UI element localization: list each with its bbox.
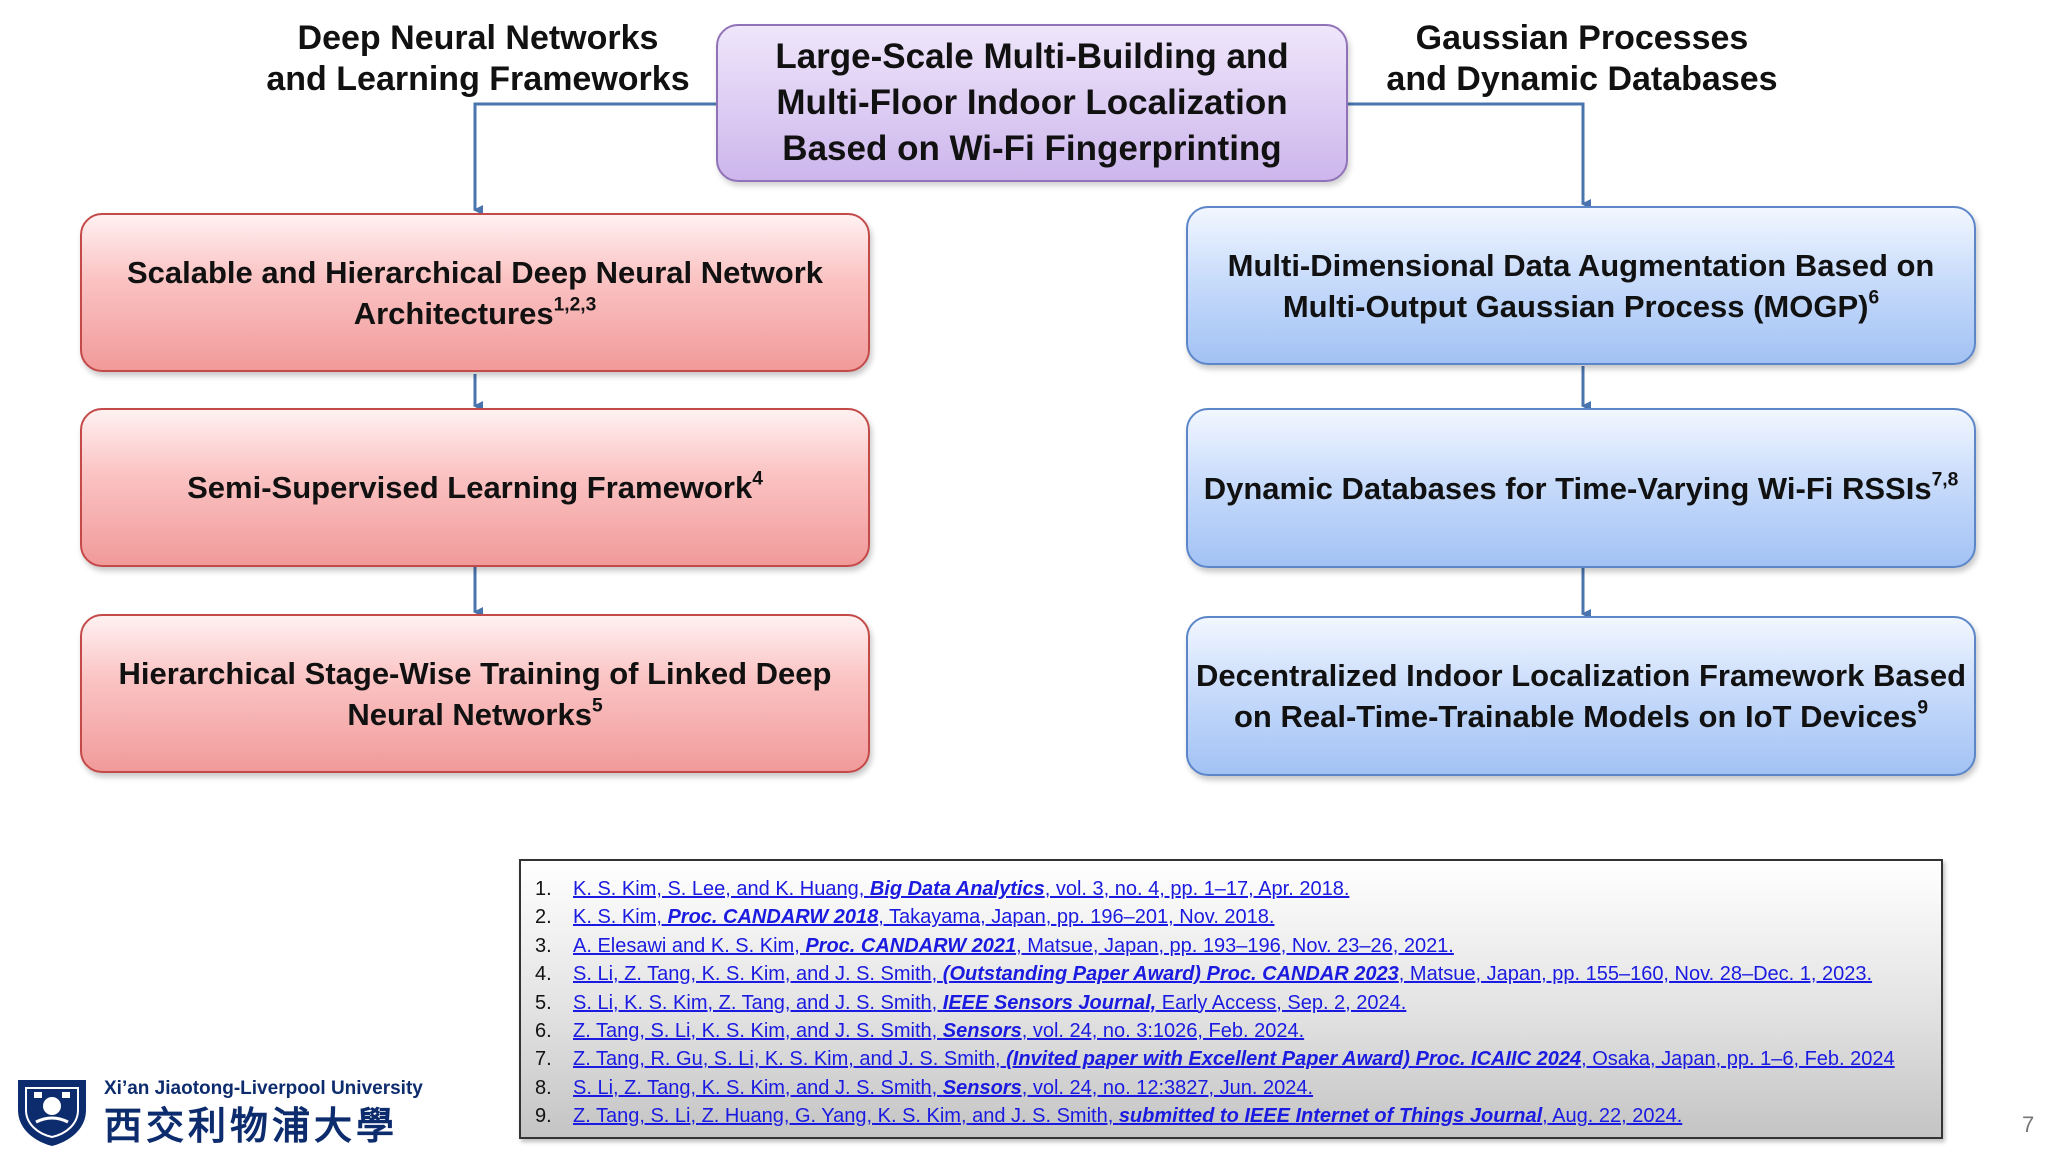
university-name-english: Xi’an Jiaotong-Liverpool University [104, 1078, 423, 1099]
reference-link[interactable]: K. S. Kim, Proc. CANDARW 2018, Takayama,… [573, 906, 1275, 929]
reference-item: 7.Z. Tang, R. Gu, S. Li, K. S. Kim, and … [535, 1045, 1941, 1073]
mogp-augmentation-box: Multi-Dimensional Data Augmentation Base… [1186, 206, 1976, 365]
reference-link[interactable]: S. Li, Z. Tang, K. S. Kim, and J. S. Smi… [573, 1076, 1314, 1099]
reference-link[interactable]: S. Li, K. S. Kim, Z. Tang, and J. S. Smi… [573, 991, 1407, 1014]
reference-item: 5.S. Li, K. S. Kim, Z. Tang, and J. S. S… [535, 989, 1941, 1017]
stage-wise-training-box: Hierarchical Stage-Wise Training of Link… [80, 614, 870, 773]
dnn-architectures-box: Scalable and Hierarchical Deep Neural Ne… [80, 213, 870, 372]
citation-superscript: 1,2,3 [553, 294, 597, 316]
reference-item: 6.Z. Tang, S. Li, K. S. Kim, and J. S. S… [535, 1017, 1941, 1045]
decentralized-localization-box: Decentralized Indoor Localization Framew… [1186, 616, 1976, 776]
reference-link[interactable]: A. Elesawi and K. S. Kim, Proc. CANDARW … [573, 934, 1454, 957]
left-column-heading: Deep Neural Networks and Learning Framew… [266, 19, 690, 98]
reference-link[interactable]: Z. Tang, S. Li, Z. Huang, G. Yang, K. S.… [573, 1105, 1683, 1128]
reference-item: 2.K. S. Kim, Proc. CANDARW 2018, Takayam… [535, 903, 1941, 931]
reference-item: 3.A. Elesawi and K. S. Kim, Proc. CANDAR… [535, 932, 1941, 960]
citation-superscript: 6 [1868, 287, 1880, 309]
right-column-heading: Gaussian Processes and Dynamic Databases [1386, 19, 1778, 98]
semi-supervised-box: Semi-Supervised Learning Framework4 [80, 408, 870, 567]
citation-superscript: 5 [591, 695, 603, 717]
reference-link[interactable]: K. S. Kim, S. Lee, and K. Huang, Big Dat… [573, 878, 1350, 900]
citation-superscript: 9 [1917, 697, 1928, 719]
reference-link[interactable]: Z. Tang, R. Gu, S. Li, K. S. Kim, and J.… [573, 1048, 1895, 1071]
reference-link[interactable]: Z. Tang, S. Li, K. S. Kim, and J. S. Smi… [573, 1020, 1305, 1043]
reference-item: 4.S. Li, Z. Tang, K. S. Kim, and J. S. S… [535, 960, 1941, 988]
reference-item: 1.K. S. Kim, S. Lee, and K. Huang, Big D… [535, 875, 1941, 903]
dynamic-databases-box: Dynamic Databases for Time-Varying Wi-Fi… [1186, 408, 1976, 568]
connector-center-right [1348, 102, 1591, 209]
citation-superscript: 7,8 [1931, 469, 1959, 491]
university-name-chinese: 西交利物浦大學 [104, 1103, 399, 1148]
reference-item: 8.S. Li, Z. Tang, K. S. Kim, and J. S. S… [535, 1074, 1941, 1102]
page-number: 7 [2022, 1112, 2035, 1137]
connector-center-left [473, 102, 716, 215]
reference-link[interactable]: S. Li, Z. Tang, K. S. Kim, and J. S. Smi… [573, 963, 1873, 986]
university-logo: Xi’an Jiaotong-Liverpool University 西交利物… [12, 1076, 502, 1148]
references-box: 1.K. S. Kim, S. Lee, and K. Huang, Big D… [519, 859, 1943, 1139]
citation-superscript: 4 [752, 468, 763, 490]
university-crest-icon [18, 1080, 86, 1146]
root-topic-box: Large-Scale Multi-Building and Multi-Flo… [716, 24, 1348, 182]
reference-item: 9.Z. Tang, S. Li, Z. Huang, G. Yang, K. … [535, 1102, 1941, 1130]
